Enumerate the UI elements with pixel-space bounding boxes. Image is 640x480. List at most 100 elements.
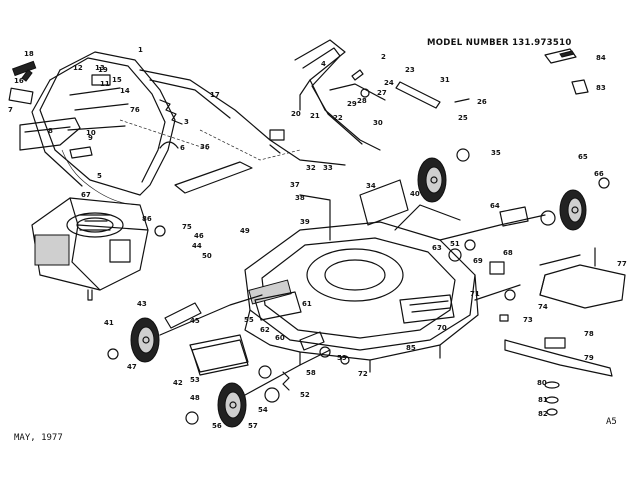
callout-82: 82 [538, 410, 548, 418]
callout-83: 83 [596, 84, 606, 92]
callout-65: 65 [578, 153, 588, 161]
wheel-rear-left [107, 317, 160, 363]
callout-30: 30 [373, 119, 383, 127]
callout-44: 44 [192, 242, 202, 250]
callout-2: 2 [381, 53, 386, 61]
page-code: A5 [606, 417, 617, 427]
callout-62: 62 [260, 326, 270, 334]
callout-12: 12 [73, 64, 83, 72]
callout-69: 69 [473, 257, 483, 265]
callout-28: 28 [357, 97, 367, 105]
callout-35: 35 [491, 149, 501, 157]
callout-25: 25 [458, 114, 468, 122]
callout-9: 9 [88, 134, 93, 142]
callout-27: 27 [377, 89, 387, 97]
callout-26: 26 [477, 98, 487, 106]
callout-18: 18 [24, 50, 34, 58]
callout-73: 73 [523, 316, 533, 324]
callout-53: 53 [190, 376, 200, 384]
callout-33: 33 [323, 164, 333, 172]
callout-59: 59 [337, 354, 347, 362]
callout-45: 45 [190, 317, 200, 325]
lower-handle [31, 51, 176, 196]
callout-57: 57 [248, 422, 258, 430]
callout-10: 10 [86, 129, 96, 137]
axle-linkages [159, 206, 546, 396]
callout-79: 79 [584, 354, 594, 362]
callout-84: 84 [596, 54, 606, 62]
blade [504, 337, 613, 416]
rear-baffle [191, 339, 249, 376]
callout-3: 3 [184, 118, 189, 126]
callout-56: 56 [212, 422, 222, 430]
callout-39: 39 [300, 218, 310, 226]
callout-37: 37 [290, 181, 300, 189]
parts-kit [544, 48, 589, 95]
callout-85: 85 [406, 344, 416, 352]
callout-43: 43 [137, 300, 147, 308]
callout-38: 38 [295, 194, 305, 202]
callout-8: 8 [48, 127, 53, 135]
callout-16: 16 [14, 77, 24, 85]
callout-32: 32 [306, 164, 316, 172]
model-number-label: MODEL NUMBER 131.973510 [427, 38, 572, 48]
mower-deck [244, 179, 479, 373]
discharge-chute [539, 247, 626, 309]
callout-55: 55 [244, 316, 254, 324]
callout-48: 48 [190, 394, 200, 402]
callout-31: 31 [440, 76, 450, 84]
engine [31, 197, 149, 301]
callout-46: 46 [194, 232, 204, 240]
callout-50: 50 [202, 252, 212, 260]
callout-5: 5 [97, 172, 102, 180]
callout-23: 23 [405, 66, 415, 74]
callout-11: 11 [100, 80, 110, 88]
callout-1: 1 [138, 46, 143, 54]
callout-76: 76 [130, 106, 140, 114]
callout-60: 60 [275, 334, 285, 342]
callout-81: 81 [538, 396, 548, 404]
wheel-front-right [540, 177, 610, 231]
callout-64: 64 [490, 202, 500, 210]
callout-78: 78 [584, 330, 594, 338]
callout-51: 51 [450, 240, 460, 248]
callout-34: 34 [366, 182, 376, 190]
callout-66: 66 [594, 170, 604, 178]
callout-17: 17 [210, 91, 220, 99]
callout-77: 77 [617, 260, 627, 268]
callout-14: 14 [120, 87, 130, 95]
callout-54: 54 [258, 406, 268, 414]
callout-20: 20 [291, 110, 301, 118]
callout-4: 4 [321, 60, 326, 68]
callout-63: 63 [432, 244, 442, 252]
upper-handle [294, 39, 441, 151]
wheel-front-left [185, 382, 247, 428]
bail-springs [159, 99, 290, 391]
callout-41: 41 [104, 319, 114, 327]
wheel-rear-right [417, 148, 470, 203]
handle-bracket [19, 117, 141, 206]
callout-6: 6 [180, 144, 185, 152]
callout-67: 67 [81, 191, 91, 199]
callout-22: 22 [333, 114, 343, 122]
callout-15: 15 [112, 76, 122, 84]
print-date: MAY, 1977 [14, 433, 63, 443]
callout-24: 24 [384, 79, 394, 87]
callout-29: 29 [347, 100, 357, 108]
callout-13: 13 [95, 64, 105, 72]
callout-86: 86 [142, 215, 152, 223]
callout-70: 70 [437, 324, 447, 332]
callout-7: 7 [8, 106, 13, 114]
callout-40: 40 [410, 190, 420, 198]
grass-bag-frame [119, 69, 346, 194]
callout-75: 75 [182, 223, 192, 231]
callout-21: 21 [310, 112, 320, 120]
callout-72: 72 [358, 370, 368, 378]
callout-68: 68 [503, 249, 513, 257]
throttle-control [8, 60, 37, 105]
callout-36: 36 [200, 143, 210, 151]
callout-80: 80 [537, 379, 547, 387]
